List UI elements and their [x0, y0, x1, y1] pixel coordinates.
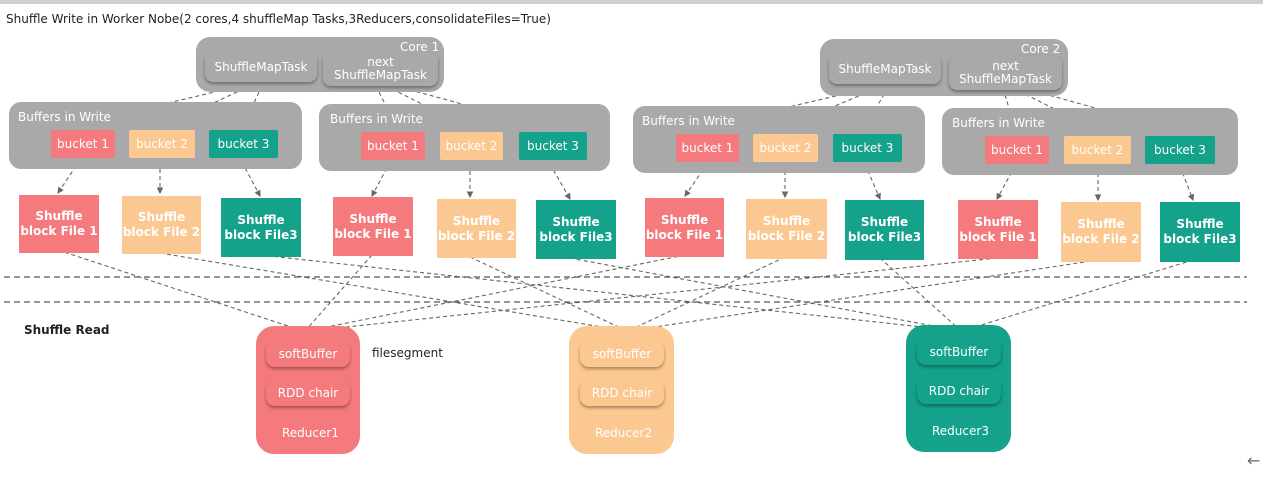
shuffle-read-label: Shuffle Read	[24, 323, 110, 337]
reducer-3-rdd-chair: RDD chair	[917, 378, 1001, 404]
group-4-block-file-3: Shuffle block File3	[1160, 202, 1240, 262]
reducer-1-soft-buffer: softBuffer	[266, 341, 350, 367]
core-2-task[interactable]: ShuffleMapTask	[829, 54, 941, 84]
buffer-group-3-bucket-2: bucket 2	[753, 134, 818, 162]
group-3-block-file-1: Shuffle block File 1	[645, 198, 724, 257]
group-1-block-file-1: Shuffle block File 1	[19, 195, 99, 253]
buffer-group-3-bucket-1: bucket 1	[676, 134, 739, 162]
core-1-next-task[interactable]: next ShuffleMapTask	[323, 52, 438, 86]
group-3-block-file-2: Shuffle block File 2	[746, 199, 827, 259]
group-2-block-file-3: Shuffle block File3	[536, 200, 616, 259]
group-4-block-file-2: Shuffle block File 2	[1061, 202, 1141, 262]
top-divider	[0, 0, 1263, 4]
group-2-block-file-2: Shuffle block File 2	[437, 199, 516, 258]
buffer-group-3-label: Buffers in Write	[642, 114, 735, 128]
buffer-group-3-bucket-3: bucket 3	[833, 134, 902, 162]
reducer-1-label: Reducer1	[282, 426, 339, 440]
reducer-3-label: Reducer3	[932, 424, 989, 438]
core-2-label: Core 2	[1021, 42, 1061, 56]
buffer-group-1-label: Buffers in Write	[18, 110, 111, 124]
core-1-label: Core 1	[400, 40, 440, 54]
buffer-group-2-bucket-1: bucket 1	[361, 132, 425, 160]
buffer-group-2-bucket-3: bucket 3	[519, 132, 587, 160]
buffer-group-2-label: Buffers in Write	[330, 112, 423, 126]
buffer-group-4-bucket-3: bucket 3	[1145, 136, 1215, 164]
core-2-next-task[interactable]: next ShuffleMapTask	[949, 56, 1062, 90]
reducer-3-soft-buffer: softBuffer	[917, 339, 1001, 365]
reducer-1-rdd-chair: RDD chair	[266, 380, 350, 406]
buffer-group-4-bucket-1: bucket 1	[985, 136, 1049, 164]
reducer-2-label: Reducer2	[595, 426, 652, 440]
buffer-group-4-bucket-2: bucket 2	[1064, 136, 1131, 164]
reducer-2-rdd-chair: RDD chair	[580, 380, 664, 406]
reducer-2-soft-buffer: softBuffer	[580, 341, 664, 367]
group-3-block-file-3: Shuffle block File3	[845, 200, 924, 260]
page-title: Shuffle Write in Worker Nobe(2 cores,4 s…	[6, 12, 551, 26]
group-1-block-file-3: Shuffle block File3	[221, 198, 301, 257]
group-4-block-file-1: Shuffle block File 1	[958, 200, 1038, 259]
group-1-block-file-2: Shuffle block File 2	[122, 196, 201, 254]
buffer-group-1-bucket-1: bucket 1	[51, 130, 115, 158]
buffer-group-4-label: Buffers in Write	[952, 116, 1045, 130]
arrow-left-icon[interactable]: ←	[1247, 451, 1261, 470]
buffer-group-1-bucket-3: bucket 3	[209, 130, 278, 158]
group-2-block-file-1: Shuffle block File 1	[333, 197, 413, 256]
filesegment-label: filesegment	[372, 346, 443, 360]
buffer-group-1-bucket-2: bucket 2	[129, 130, 195, 158]
buffer-group-2-bucket-2: bucket 2	[440, 132, 503, 160]
core-1-task[interactable]: ShuffleMapTask	[205, 52, 317, 82]
